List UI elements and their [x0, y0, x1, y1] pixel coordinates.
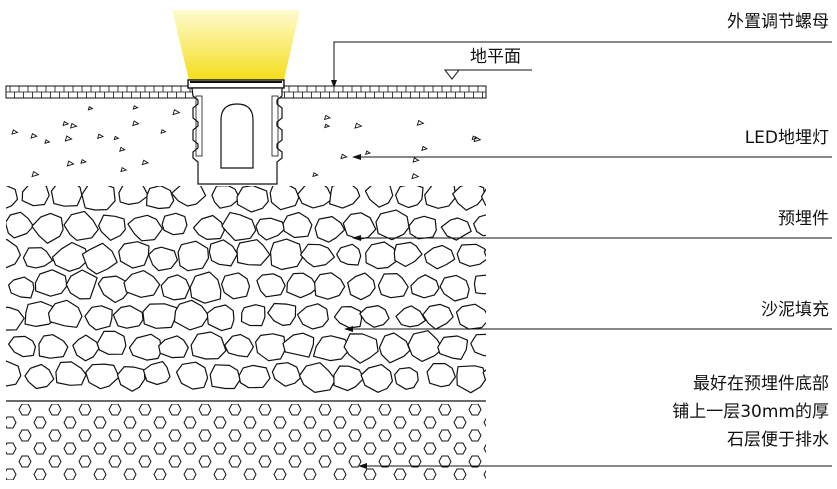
drainage-stone-layer: [6, 404, 486, 480]
fixture-window: [220, 103, 254, 169]
label-gravel-note-3: 石层便于排水: [727, 430, 829, 450]
leader-lines: [331, 41, 832, 469]
light-beam: [172, 10, 300, 84]
label-sand-fill: 沙泥填充: [761, 300, 829, 320]
led-fixture: [187, 79, 285, 185]
label-gravel-note-1: 最好在预埋件底部: [693, 374, 829, 394]
label-led-light: LED地埋灯: [744, 128, 829, 148]
label-ground-level: 地平面: [470, 47, 521, 67]
label-embedded-part: 预埋件: [778, 209, 829, 229]
gravel-layer: [6, 186, 486, 394]
label-adjust-screw: 外置调节螺母: [727, 12, 829, 32]
label-gravel-note-2: 铺上一层30mm的厚: [672, 402, 829, 422]
sand-soil-layer: [11, 105, 482, 180]
